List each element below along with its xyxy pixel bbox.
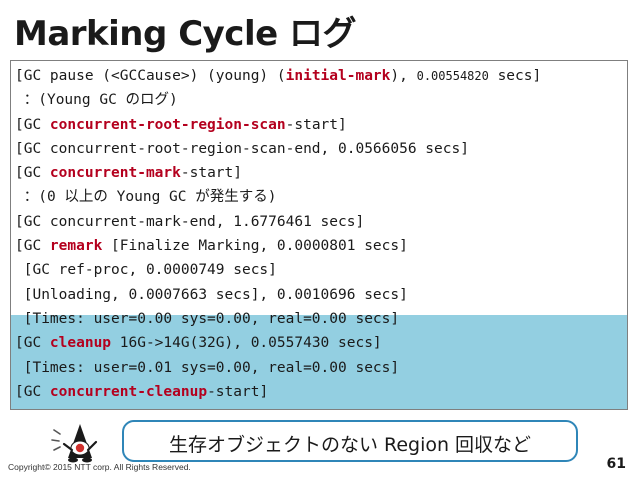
log-keyword: cleanup [49,335,112,352]
log-text: -start] [285,116,347,133]
log-text: ：(Young GC のログ) [15,92,178,109]
log-text: [GC [15,116,50,133]
log-text: 16G->14G(32G), 0.0557430 secs] [111,335,382,352]
log-line: [GC ref-proc, 0.0000749 secs] [15,258,625,282]
log-text: [GC concurrent-root-region-scan-end, 0.0… [15,140,469,157]
mascot-left-wave-lines [51,429,61,451]
log-text: [GC concurrent-cleanup-end, 0.0222541 se… [15,408,390,409]
log-line: [GC cleanup 16G->14G(32G), 0.0557430 sec… [15,331,625,355]
duke-mascot-icon [51,424,98,463]
mascot-left-foot [68,457,78,463]
mascot-right-foot [82,457,92,463]
log-text: [Times: user=0.00 sys=0.00, real=0.00 se… [15,310,400,327]
cleanup-highlight [11,315,627,409]
log-keyword: concurrent-cleanup [49,383,208,400]
log-text: [GC [15,238,50,255]
mascot-right-arm [86,440,98,452]
log-line: [GC concurrent-mark-end, 1.6776461 secs] [15,210,625,234]
log-text: -start] [207,383,269,400]
gc-log-lines: [GC pause (<GCCause>) (young) (initial-m… [15,64,625,409]
slide-title: Marking Cycle ログ [14,14,357,54]
log-line: [GC pause (<GCCause>) (young) (initial-m… [15,64,625,88]
log-text: [Times: user=0.01 sys=0.00, real=0.00 se… [15,359,400,376]
log-text: secs] [488,68,542,84]
log-text: [GC concurrent-mark-end, 1.6776461 secs] [15,213,365,230]
log-line: [Times: user=0.00 sys=0.00, real=0.00 se… [15,307,625,331]
log-text: ：(0 以上の Young GC が発生する) [15,189,277,206]
log-text: [Unloading, 0.0007663 secs], 0.0010696 s… [15,286,408,303]
log-text: [GC [15,165,50,182]
log-keyword: initial-mark [285,68,391,84]
log-line: [Times: user=0.01 sys=0.00, real=0.00 se… [15,356,625,380]
log-line: [GC concurrent-cleanup-end, 0.0222541 se… [15,404,625,409]
log-line: [GC remark [Finalize Marking, 0.0000801 … [15,234,625,258]
log-line: [GC concurrent-mark-start] [15,161,625,185]
log-text: [Finalize Marking, 0.0000801 secs] [102,238,408,255]
callout-bubble: 生存オブジェクトのない Region 回収など [122,420,578,462]
log-text: [GC [15,383,50,400]
log-line: [GC concurrent-root-region-scan-end, 0.0… [15,137,625,161]
log-line: [GC concurrent-cleanup-start] [15,380,625,404]
log-value: 0.00554820 [416,69,489,83]
log-line: ：(0 以上の Young GC が発生する) [15,185,625,209]
log-keyword: concurrent-mark [49,165,181,182]
log-text: ), [390,68,417,84]
log-text: [GC pause (<GCCause>) (young) ( [15,68,286,84]
log-keyword: remark [49,238,103,255]
log-keyword: concurrent-root-region-scan [49,116,286,133]
log-line: [GC concurrent-root-region-scan-start] [15,113,625,137]
log-text: -start] [180,165,242,182]
log-text: [GC ref-proc, 0.0000749 secs] [15,262,277,279]
page-number: 61 [606,456,626,472]
mascot-nose [75,443,85,453]
log-text: [GC [15,335,50,352]
log-line: [Unloading, 0.0007663 secs], 0.0010696 s… [15,283,625,307]
mascot-left-arm [62,442,74,452]
copyright-text: Copyright© 2015 NTT corp. All Rights Res… [8,462,191,472]
log-line: ：(Young GC のログ) [15,88,625,112]
callout-text: 生存オブジェクトのない Region 回収など [168,434,532,456]
gc-log-panel: [GC pause (<GCCause>) (young) (initial-m… [10,60,628,410]
